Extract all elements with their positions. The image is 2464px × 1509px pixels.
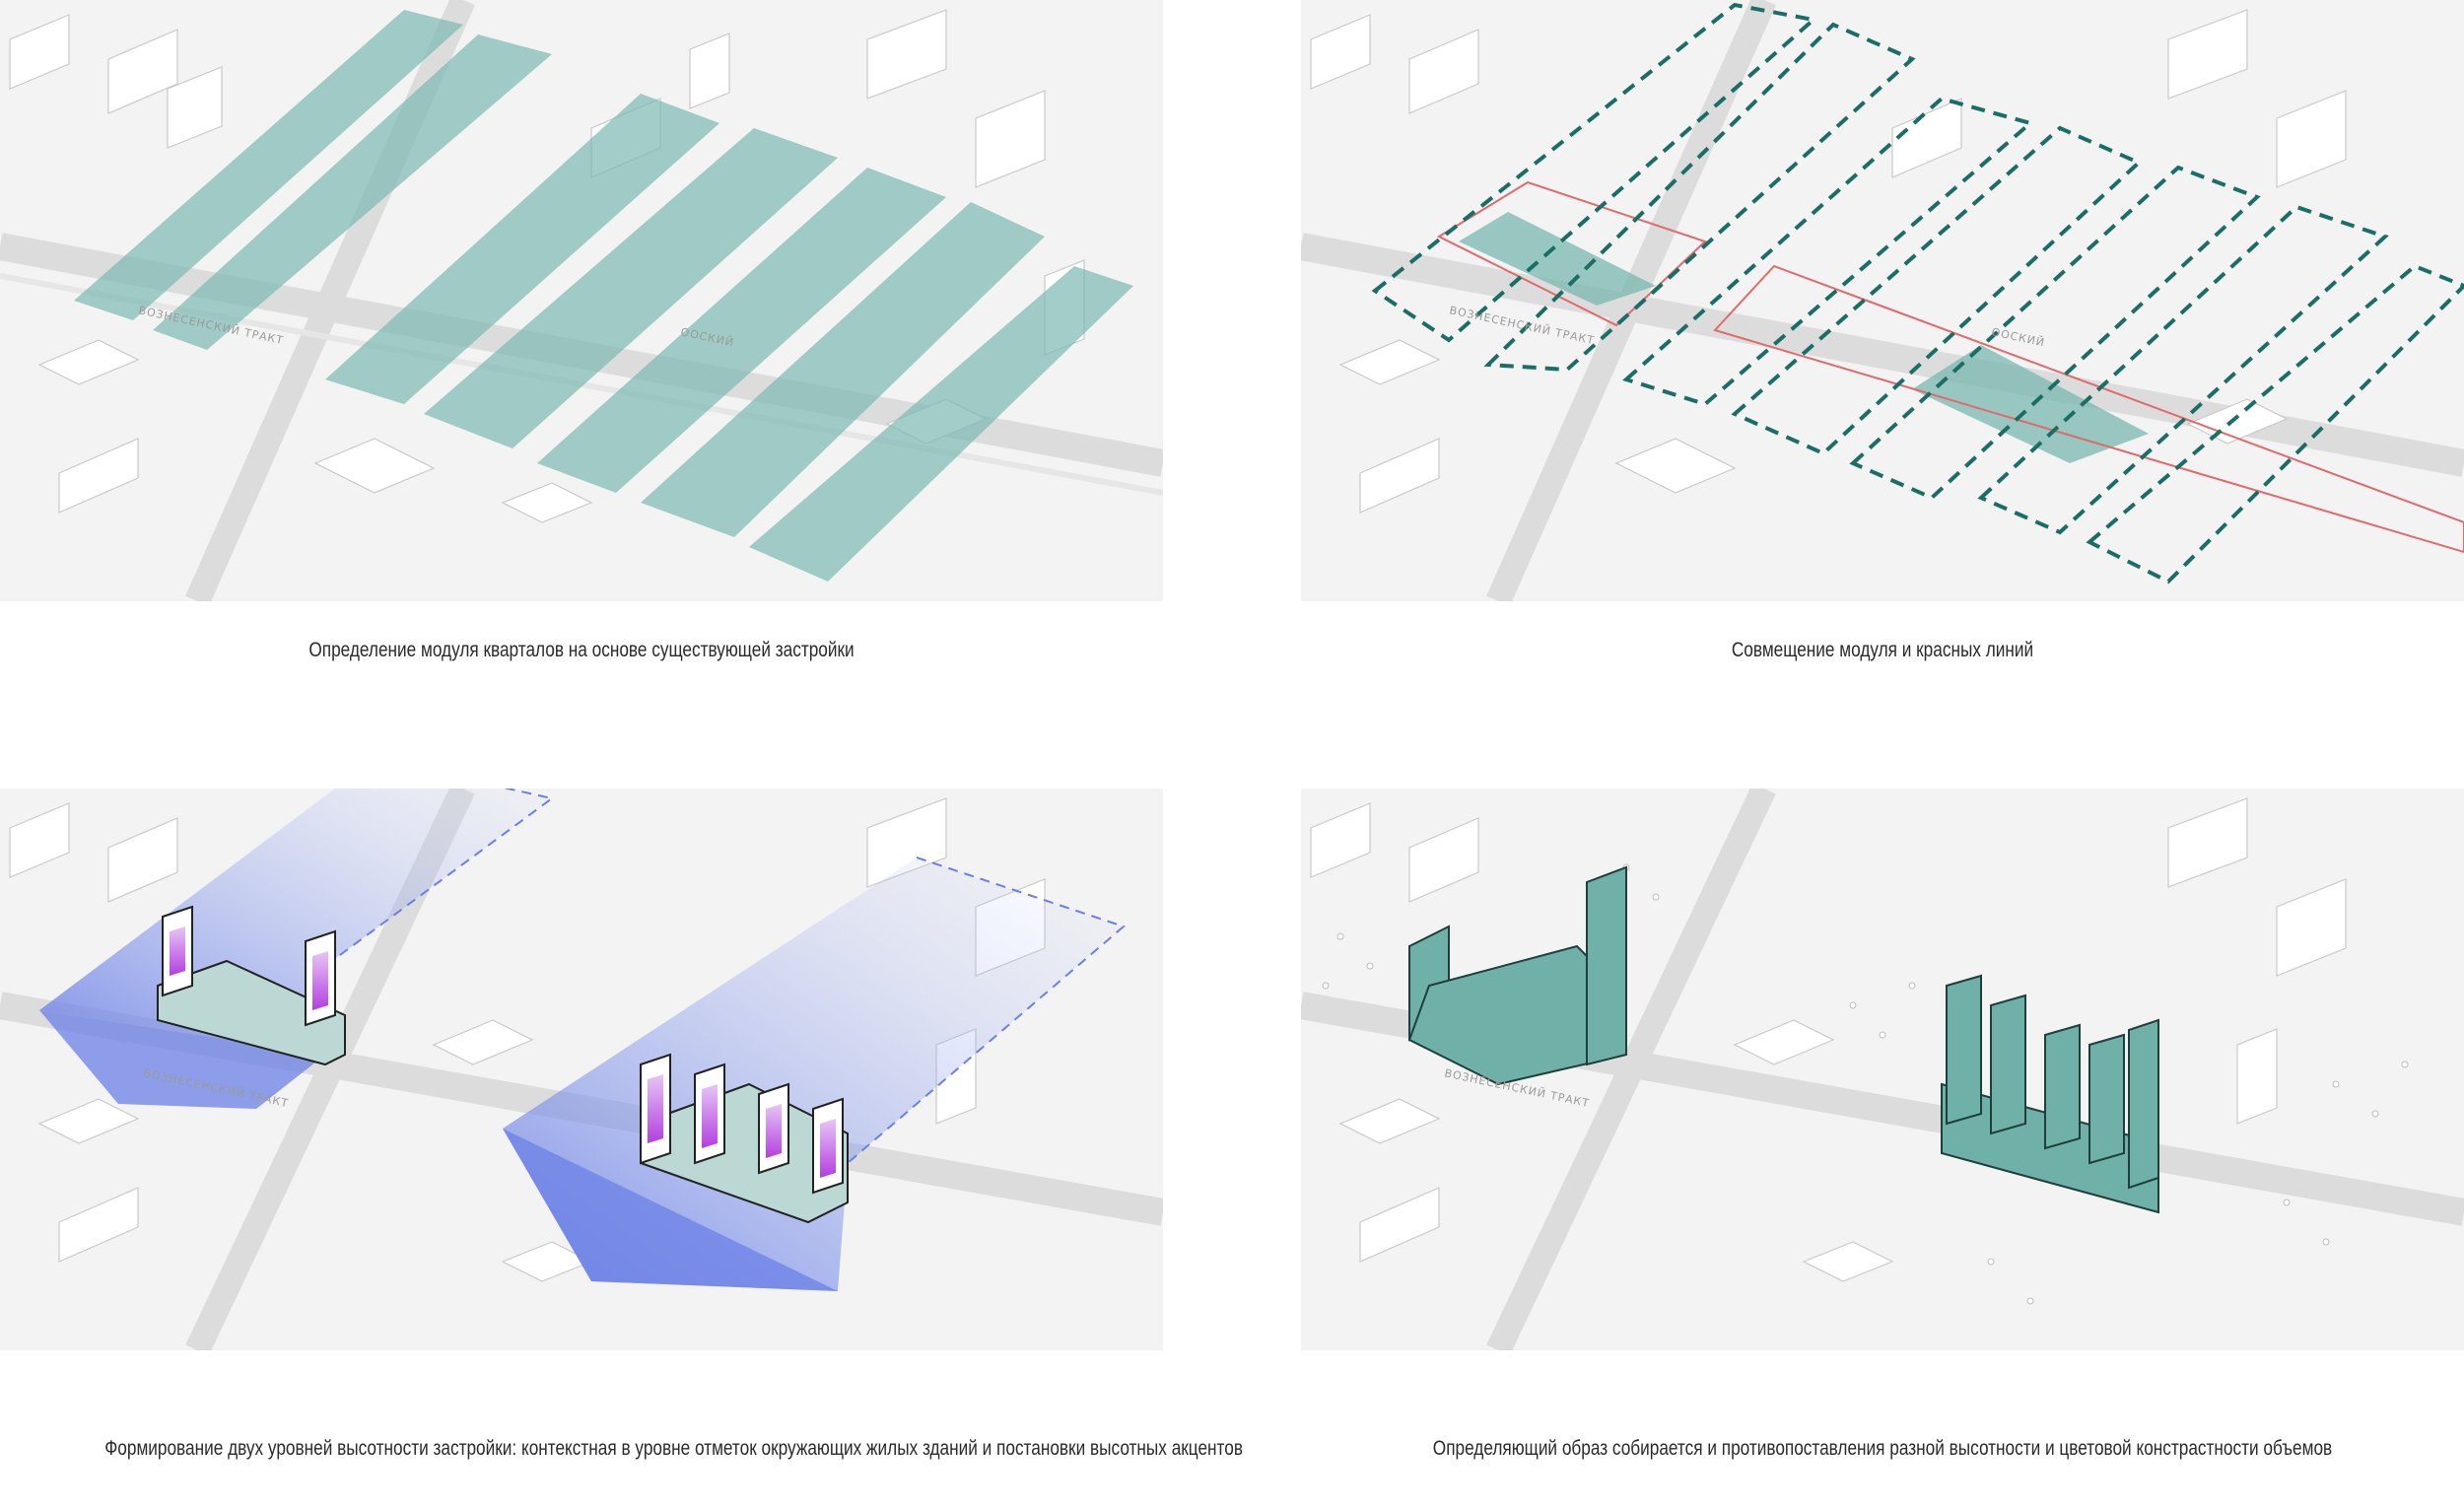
- volume-west: [1407, 865, 1627, 1086]
- caption-module: Определение модуля кварталов на основе с…: [308, 639, 855, 661]
- volume-east: [1941, 974, 2159, 1214]
- module-dashed-outlines: [1371, 2, 2464, 584]
- caption-red-lines: Совмещение модуля и красных линий: [1731, 639, 2034, 661]
- map-red-lines: ВОЗНЕСЕНСКИЙ ТРАКТ ООСКИЙ: [1301, 0, 2464, 601]
- diagram-panel-heights: ВОЗНЕСЕНСКИЙ ТРАКТ: [0, 789, 1163, 1350]
- caption-heights: Формирование двух уровней высотности зас…: [104, 1437, 1243, 1460]
- map-heights: ВОЗНЕСЕНСКИЙ ТРАКТ: [0, 789, 1163, 1350]
- base-map: [1301, 0, 2464, 601]
- diagram-panel-module: ВОЗНЕСЕНСКИЙ ТРАКТ ООСКИЙ: [0, 0, 1163, 601]
- height-zone-east: [503, 857, 1126, 1291]
- map-module: ВОЗНЕСЕНСКИЙ ТРАКТ ООСКИЙ: [0, 0, 1163, 601]
- building-cluster-west: [157, 905, 346, 1066]
- module-strips: [74, 10, 1133, 582]
- building-cluster-east: [640, 1053, 849, 1224]
- diagram-panel-red-lines: ВОЗНЕСЕНСКИЙ ТРАКТ ООСКИЙ: [1301, 0, 2464, 601]
- caption-image: Определяющий образ собирается и противоп…: [1432, 1437, 2333, 1460]
- street-label-secondary: ООСКИЙ: [1990, 325, 2046, 349]
- map-image: ВОЗНЕСЕНСКИЙ ТРАКТ: [1301, 789, 2464, 1350]
- module-fill-areas: [1459, 212, 2149, 463]
- diagram-panel-image: ВОЗНЕСЕНСКИЙ ТРАКТ: [1301, 789, 2464, 1350]
